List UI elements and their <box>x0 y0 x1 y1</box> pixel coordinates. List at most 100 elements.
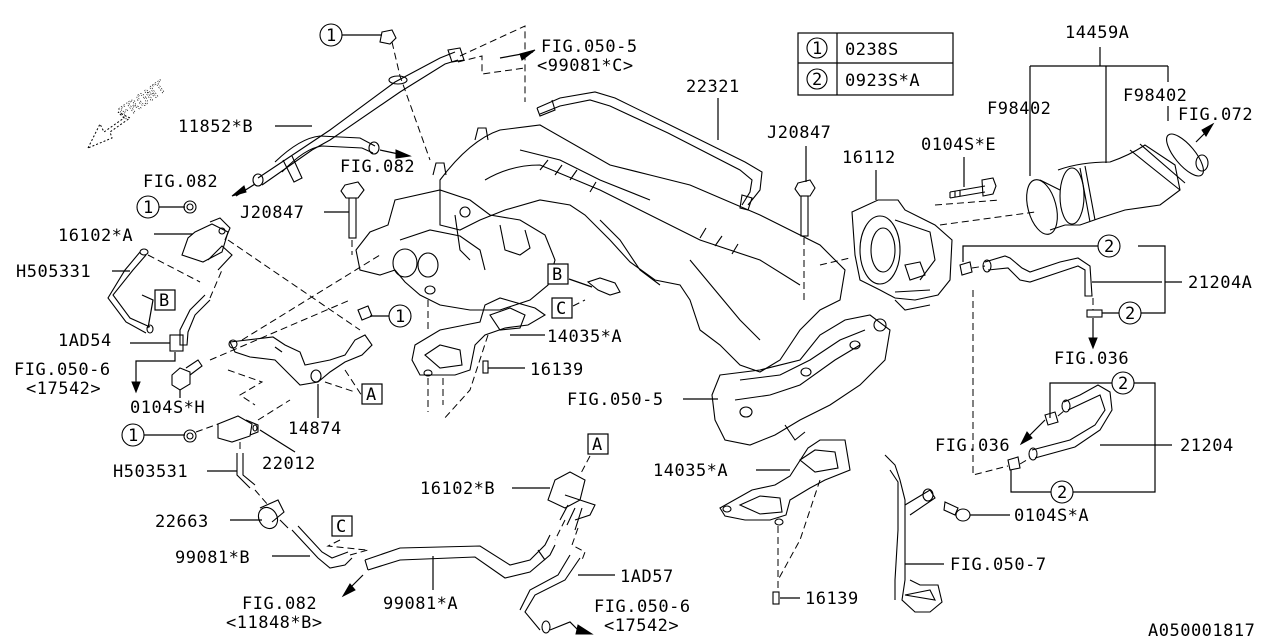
ref-letter-c-bottom[interactable]: C <box>336 517 346 537</box>
ref-fig082-upper[interactable]: FIG.082 <box>340 157 415 177</box>
bracket-fig050-7 <box>884 454 943 613</box>
part-label-99081b[interactable]: 99081*B <box>175 548 250 568</box>
ref-box-b-left <box>154 289 176 311</box>
diagram-id: A050001817 <box>1148 621 1255 640</box>
part-label-21204a[interactable]: 21204A <box>1188 273 1252 293</box>
ref-letter-c-mid[interactable]: C <box>556 299 566 319</box>
legend-key-1: 1 <box>812 39 822 59</box>
hose-21204a <box>959 255 1103 350</box>
part-label-0104sh[interactable]: 0104S*H <box>130 398 205 418</box>
part-label-16102a[interactable]: 16102*A <box>58 226 133 246</box>
hose-1ad54 <box>169 269 223 352</box>
ref-fig036-upper[interactable]: FIG.036 <box>1054 349 1129 369</box>
ref-letter-a-left[interactable]: A <box>366 385 376 405</box>
part-label-0104sa[interactable]: 0104S*A <box>1014 506 1089 526</box>
part-label-f98402-right[interactable]: F98402 <box>1123 86 1187 106</box>
ref-fig050-7[interactable]: FIG.050-7 <box>950 555 1047 575</box>
part-label-1ad57[interactable]: 1AD57 <box>620 567 674 587</box>
part-label-j20847-left[interactable]: J20847 <box>240 203 304 223</box>
ref-17542-bottom[interactable]: <17542> <box>604 616 679 636</box>
sensor-22012 <box>195 399 291 452</box>
arrow-icon <box>231 185 247 197</box>
nut-icon <box>183 429 197 443</box>
part-label-14874[interactable]: 14874 <box>288 419 342 439</box>
part-label-16112[interactable]: 16112 <box>842 148 896 168</box>
part-label-h503531[interactable]: H503531 <box>113 462 188 482</box>
bolt-icon <box>340 181 365 255</box>
ref-17542-left[interactable]: <17542> <box>26 379 101 399</box>
part-label-14035a-lower[interactable]: 14035*A <box>653 461 728 481</box>
ref-fig050-5-mid[interactable]: FIG.050-5 <box>567 390 664 410</box>
ref-box-a-bottom <box>587 433 609 455</box>
ref-fig050-5-upper[interactable]: FIG.050-5 <box>541 37 638 57</box>
legend-part-1[interactable]: 0238S <box>845 40 899 60</box>
part-label-22663[interactable]: 22663 <box>155 512 209 532</box>
hose-99081b <box>291 525 369 569</box>
bracket-14874 <box>209 254 381 406</box>
bolt-icon <box>949 177 997 199</box>
key-circle-2 <box>1111 371 1135 395</box>
legend-key-circle-1 <box>806 37 828 59</box>
ref-letter-b-left[interactable]: B <box>159 291 169 311</box>
key-1: 1 <box>395 307 405 327</box>
gasket-14035a-lower <box>719 439 851 605</box>
legend-key-circle-2 <box>806 68 828 90</box>
ref-fig082-bottom[interactable]: FIG.082 <box>242 594 317 614</box>
hose-21204 <box>1007 384 1113 471</box>
legend-table: 1 0238S 2 0923S*A <box>797 32 954 96</box>
part-label-99081a[interactable]: 99081*A <box>383 594 458 614</box>
arrow-icon <box>131 381 141 394</box>
intake-manifold <box>432 124 891 446</box>
front-arrow-icon: FRONT <box>86 77 171 149</box>
key-2: 2 <box>1118 374 1128 394</box>
ref-fig072[interactable]: FIG.072 <box>1178 105 1253 125</box>
key-2: 2 <box>1057 483 1067 503</box>
arrow-icon <box>395 149 412 159</box>
hose-1ad57 <box>519 554 594 635</box>
part-label-21204[interactable]: 21204 <box>1180 436 1234 456</box>
ref-fig036-lower[interactable]: FIG.036 <box>935 436 1010 456</box>
throttle-assembly-left <box>355 189 556 311</box>
part-label-11852b[interactable]: 11852*B <box>178 117 253 137</box>
key-1: 1 <box>143 198 153 218</box>
bolt-icon <box>794 179 816 300</box>
solenoid-16102a <box>181 217 361 331</box>
part-label-22321[interactable]: 22321 <box>686 77 740 97</box>
part-label-22012[interactable]: 22012 <box>262 454 316 474</box>
arrow-icon <box>341 583 356 598</box>
part-label-14035a-upper[interactable]: 14035*A <box>547 327 622 347</box>
ref-11848b[interactable]: <11848*B> <box>226 613 323 633</box>
arrow-icon <box>1201 122 1215 137</box>
nut-icon <box>379 29 397 45</box>
part-label-0104se[interactable]: 0104S*E <box>921 135 996 155</box>
ref-fig050-6-left[interactable]: FIG.050-6 <box>14 360 111 380</box>
part-label-j20847-right[interactable]: J20847 <box>767 123 831 143</box>
ref-box-b-mid <box>547 263 569 285</box>
ref-letter-a-bottom[interactable]: A <box>592 435 602 455</box>
part-label-16139-lower[interactable]: 16139 <box>805 589 859 609</box>
legend-part-2[interactable]: 0923S*A <box>845 71 920 91</box>
air-duct-14459a <box>1026 122 1215 235</box>
ref-fig050-6-bottom[interactable]: FIG.050-6 <box>594 597 691 617</box>
ref-99081c[interactable]: <99081*C> <box>537 56 634 76</box>
pipe-11852b <box>252 25 526 187</box>
throttle-body-16112 <box>851 199 953 311</box>
key-2: 2 <box>1104 237 1114 257</box>
front-label: FRONT <box>115 77 170 124</box>
key-circle-2 <box>1050 480 1074 504</box>
ref-fig082-left[interactable]: FIG.082 <box>143 172 218 192</box>
part-label-16102b[interactable]: 16102*B <box>420 479 495 499</box>
hose-h503531 <box>236 453 256 489</box>
part-label-h505331[interactable]: H505331 <box>16 262 91 282</box>
arrow-icon <box>1088 337 1098 350</box>
ref-box-a-left <box>361 383 383 405</box>
part-label-16139-upper[interactable]: 16139 <box>530 360 584 380</box>
arrow-icon <box>519 49 536 61</box>
part-label-1ad54[interactable]: 1AD54 <box>58 331 112 351</box>
key-circle-2 <box>1097 234 1121 258</box>
part-label-f98402-left[interactable]: F98402 <box>987 99 1051 119</box>
part-label-14459a[interactable]: 14459A <box>1065 23 1129 43</box>
ref-letter-b-mid[interactable]: B <box>552 265 562 285</box>
hose-99081a <box>341 534 556 598</box>
